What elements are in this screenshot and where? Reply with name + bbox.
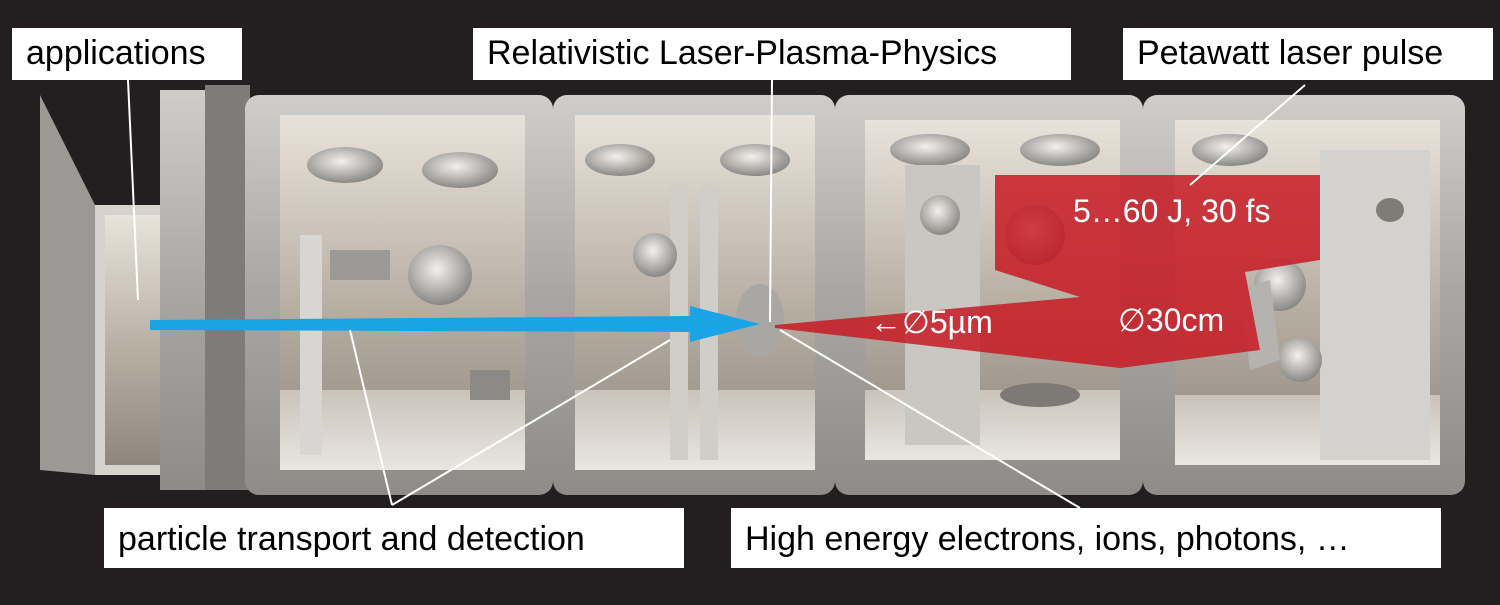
vacuum-chamber-2 bbox=[553, 95, 835, 495]
label-particle-transport-and-detection: particle transport and detection bbox=[104, 508, 684, 568]
laser-pulse-cone bbox=[775, 175, 1320, 368]
vacuum-chamber-1 bbox=[245, 95, 553, 495]
laser-beam bbox=[775, 175, 1320, 368]
label-applications: applications bbox=[12, 28, 242, 80]
focus-diameter: ←∅5µm bbox=[870, 304, 993, 340]
left-module bbox=[40, 85, 250, 490]
pulse-energy-duration: 5…60 J, 30 fs bbox=[1073, 193, 1271, 229]
leader-lines bbox=[127, 79, 1306, 509]
label-petawatt-laser-pulse: Petawatt laser pulse bbox=[1123, 28, 1493, 80]
label-high-energy-particles: High energy electrons, ions, photons, … bbox=[731, 508, 1441, 568]
label-relativistic-laser-plasma-physics: Relativistic Laser-Plasma-Physics bbox=[473, 28, 1071, 80]
particle-beam-arrow bbox=[150, 306, 760, 342]
beam-diameter: ∅30cm bbox=[1118, 302, 1225, 338]
